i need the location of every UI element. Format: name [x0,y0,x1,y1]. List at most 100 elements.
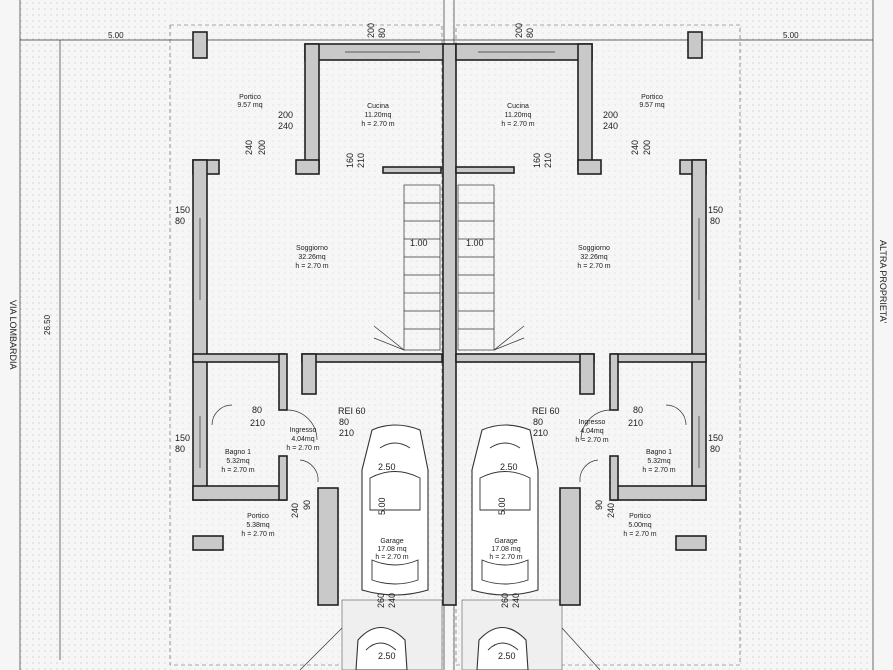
svg-text:4.04mq: 4.04mq [291,436,314,443]
room-portico-top-left: Portico 9.57 mq [237,94,262,109]
svg-text:32.26mq: 32.26mq [298,254,325,261]
room-portico-bottom-right: Portico 5.00mq h = 2.70 m [623,513,656,538]
svg-text:240: 240 [387,593,397,608]
svg-text:Cucina: Cucina [507,103,529,110]
svg-text:160: 160 [345,153,355,168]
svg-text:Portico: Portico [247,513,269,520]
svg-text:5.32mq: 5.32mq [226,458,249,465]
svg-text:210: 210 [339,428,354,438]
svg-text:Ingresso: Ingresso [579,419,606,426]
svg-text:h = 2.70 m: h = 2.70 m [375,554,408,561]
svg-text:200: 200 [366,23,376,38]
svg-text:200: 200 [257,140,267,155]
svg-text:h = 2.70 m: h = 2.70 m [489,554,522,561]
svg-text:Portico: Portico [239,94,261,101]
street-right-label: ALTRA PROPRIETA' [878,240,888,324]
svg-text:240: 240 [511,593,521,608]
svg-text:Bagno 1: Bagno 1 [646,449,672,456]
svg-text:200: 200 [603,110,618,120]
svg-text:160: 160 [532,153,542,168]
svg-text:h = 2.70 m: h = 2.70 m [241,531,274,538]
svg-text:4.04mq: 4.04mq [580,428,603,435]
svg-text:150: 150 [175,205,190,215]
dims-right-unit: 200 80 200 240 240 200 160 210 150 80 1.… [466,23,723,661]
svg-text:h = 2.70 m: h = 2.70 m [221,467,254,474]
svg-text:17.08 mq: 17.08 mq [377,546,406,553]
room-cucina-right: Cucina 11.20mq h = 2.70 m [501,103,534,128]
dotted-garden-right [738,0,873,670]
door-swings [211,404,687,483]
svg-text:Portico: Portico [641,94,663,101]
svg-text:Garage: Garage [494,538,517,545]
svg-text:80: 80 [525,28,535,38]
svg-text:2.50: 2.50 [500,462,518,472]
dotted-garden-left [20,0,170,670]
svg-text:h = 2.70 m: h = 2.70 m [295,263,328,270]
svg-text:1.00: 1.00 [466,238,484,248]
svg-text:17.08 mq: 17.08 mq [491,546,520,553]
svg-text:Soggiorno: Soggiorno [578,245,610,252]
svg-text:2.50: 2.50 [498,651,516,661]
svg-text:80: 80 [175,216,185,226]
walls-left-unit [192,31,446,606]
room-portico-bottom-left: Portico 5.38mq h = 2.70 m [241,513,274,538]
room-ingresso-right: Ingresso 4.04mq h = 2.70 m [575,419,608,444]
svg-text:260: 260 [376,593,386,608]
dims-left-unit: 200 80 200 240 240 200 160 210 150 80 1.… [175,23,428,661]
svg-text:210: 210 [543,153,553,168]
svg-text:Cucina: Cucina [367,103,389,110]
svg-text:9.57 mq: 9.57 mq [639,102,664,109]
svg-text:h = 2.70 m: h = 2.70 m [575,437,608,444]
svg-text:240: 240 [244,140,254,155]
svg-text:Bagno 1: Bagno 1 [225,449,251,456]
svg-text:h = 2.70 m: h = 2.70 m [577,263,610,270]
svg-text:80: 80 [175,444,185,454]
svg-text:80: 80 [377,28,387,38]
svg-text:210: 210 [533,428,548,438]
svg-text:32.26mq: 32.26mq [580,254,607,261]
plot-width-right: 5.00 [783,31,799,40]
svg-text:5.00: 5.00 [377,497,387,515]
car-bottom-left [355,626,408,670]
svg-text:h = 2.70 m: h = 2.70 m [642,467,675,474]
svg-text:200: 200 [514,23,524,38]
setback-dashed-left [169,24,443,666]
stairs-left [373,184,441,351]
room-bagno-left: Bagno 1 5.32mq h = 2.70 m [221,449,254,474]
walls-right-unit [455,31,707,606]
svg-text:2.50: 2.50 [378,462,396,472]
plot-width-left: 5.00 [108,31,124,40]
svg-text:150: 150 [708,433,723,443]
svg-text:80: 80 [710,216,720,226]
svg-text:h = 2.70 m: h = 2.70 m [361,121,394,128]
svg-text:210: 210 [628,418,643,428]
svg-text:260: 260 [500,593,510,608]
svg-text:240: 240 [278,121,293,131]
svg-text:240: 240 [290,503,300,518]
svg-text:11.20mq: 11.20mq [505,112,532,119]
svg-text:REI 60: REI 60 [532,406,560,416]
svg-text:Ingresso: Ingresso [290,427,317,434]
svg-text:80: 80 [633,405,643,415]
svg-text:150: 150 [175,433,190,443]
driveway-line-1 [299,627,343,670]
svg-text:Portico: Portico [629,513,651,520]
room-cucina-left: Cucina 11.20mq h = 2.70 m [361,103,394,128]
windows [199,51,700,468]
party-wall [442,43,457,606]
driveway-line-2 [561,627,601,670]
svg-text:9.57 mq: 9.57 mq [237,102,262,109]
svg-text:5.00: 5.00 [497,497,507,515]
car-bottom-right [476,626,529,670]
room-bagno-right: Bagno 1 5.32mq h = 2.70 m [642,449,675,474]
svg-text:240: 240 [630,140,640,155]
room-ingresso-left: Ingresso 4.04mq h = 2.70 m [286,427,319,452]
room-garage-right: Garage 17.08 mq h = 2.70 m [489,538,522,561]
plot-depth: 26.50 [43,314,52,335]
svg-text:150: 150 [708,205,723,215]
svg-text:80: 80 [339,417,349,427]
svg-text:90: 90 [302,500,312,510]
svg-text:90: 90 [594,500,604,510]
svg-text:200: 200 [642,140,652,155]
